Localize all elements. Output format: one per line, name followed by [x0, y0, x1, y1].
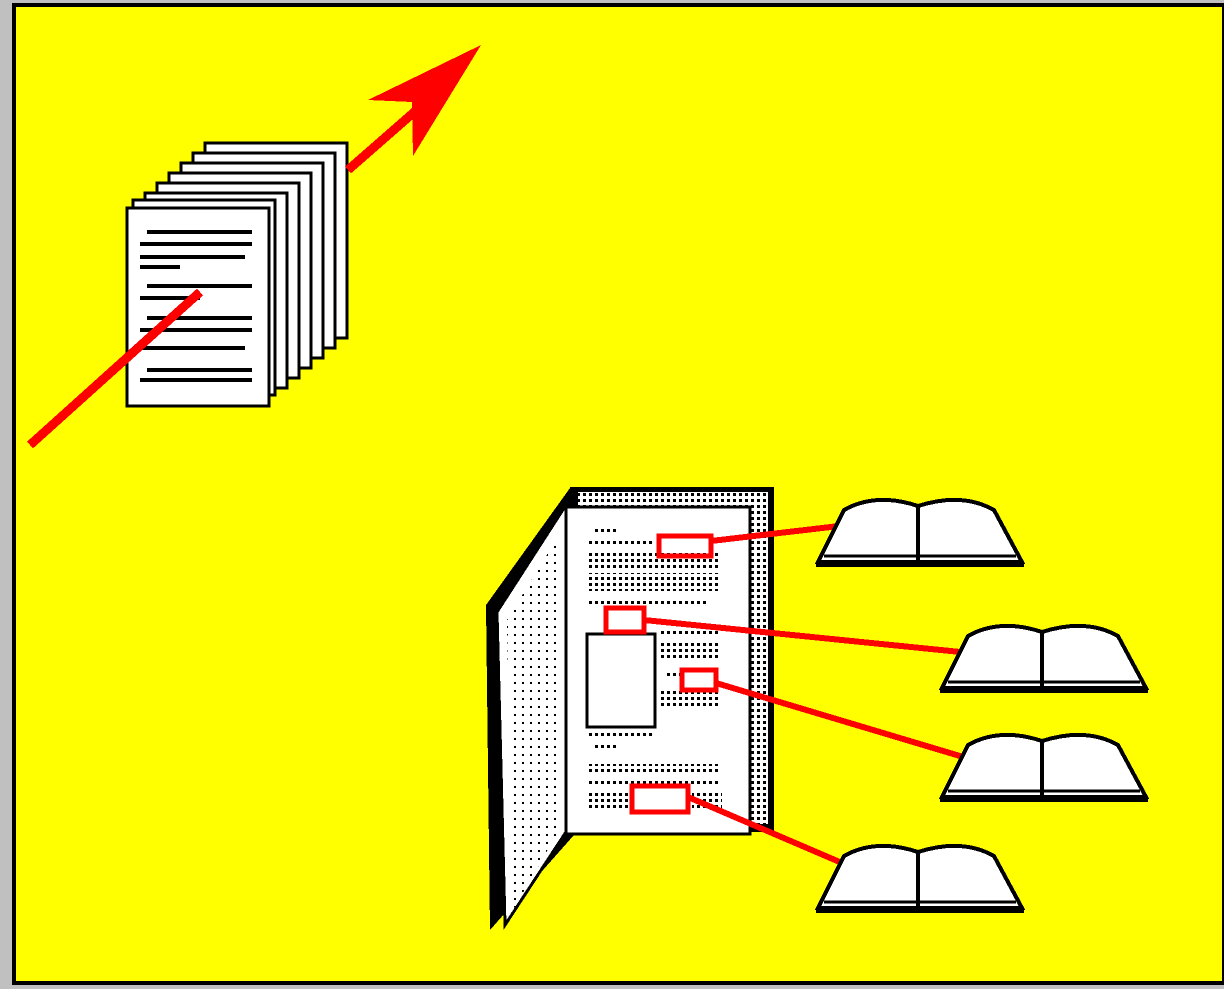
small-open-book-icon [940, 626, 1148, 693]
small-open-book-icon [816, 846, 1024, 913]
small-open-book-icon [940, 735, 1148, 802]
small-open-book-icon [816, 500, 1024, 567]
page-picture-box [587, 634, 655, 727]
